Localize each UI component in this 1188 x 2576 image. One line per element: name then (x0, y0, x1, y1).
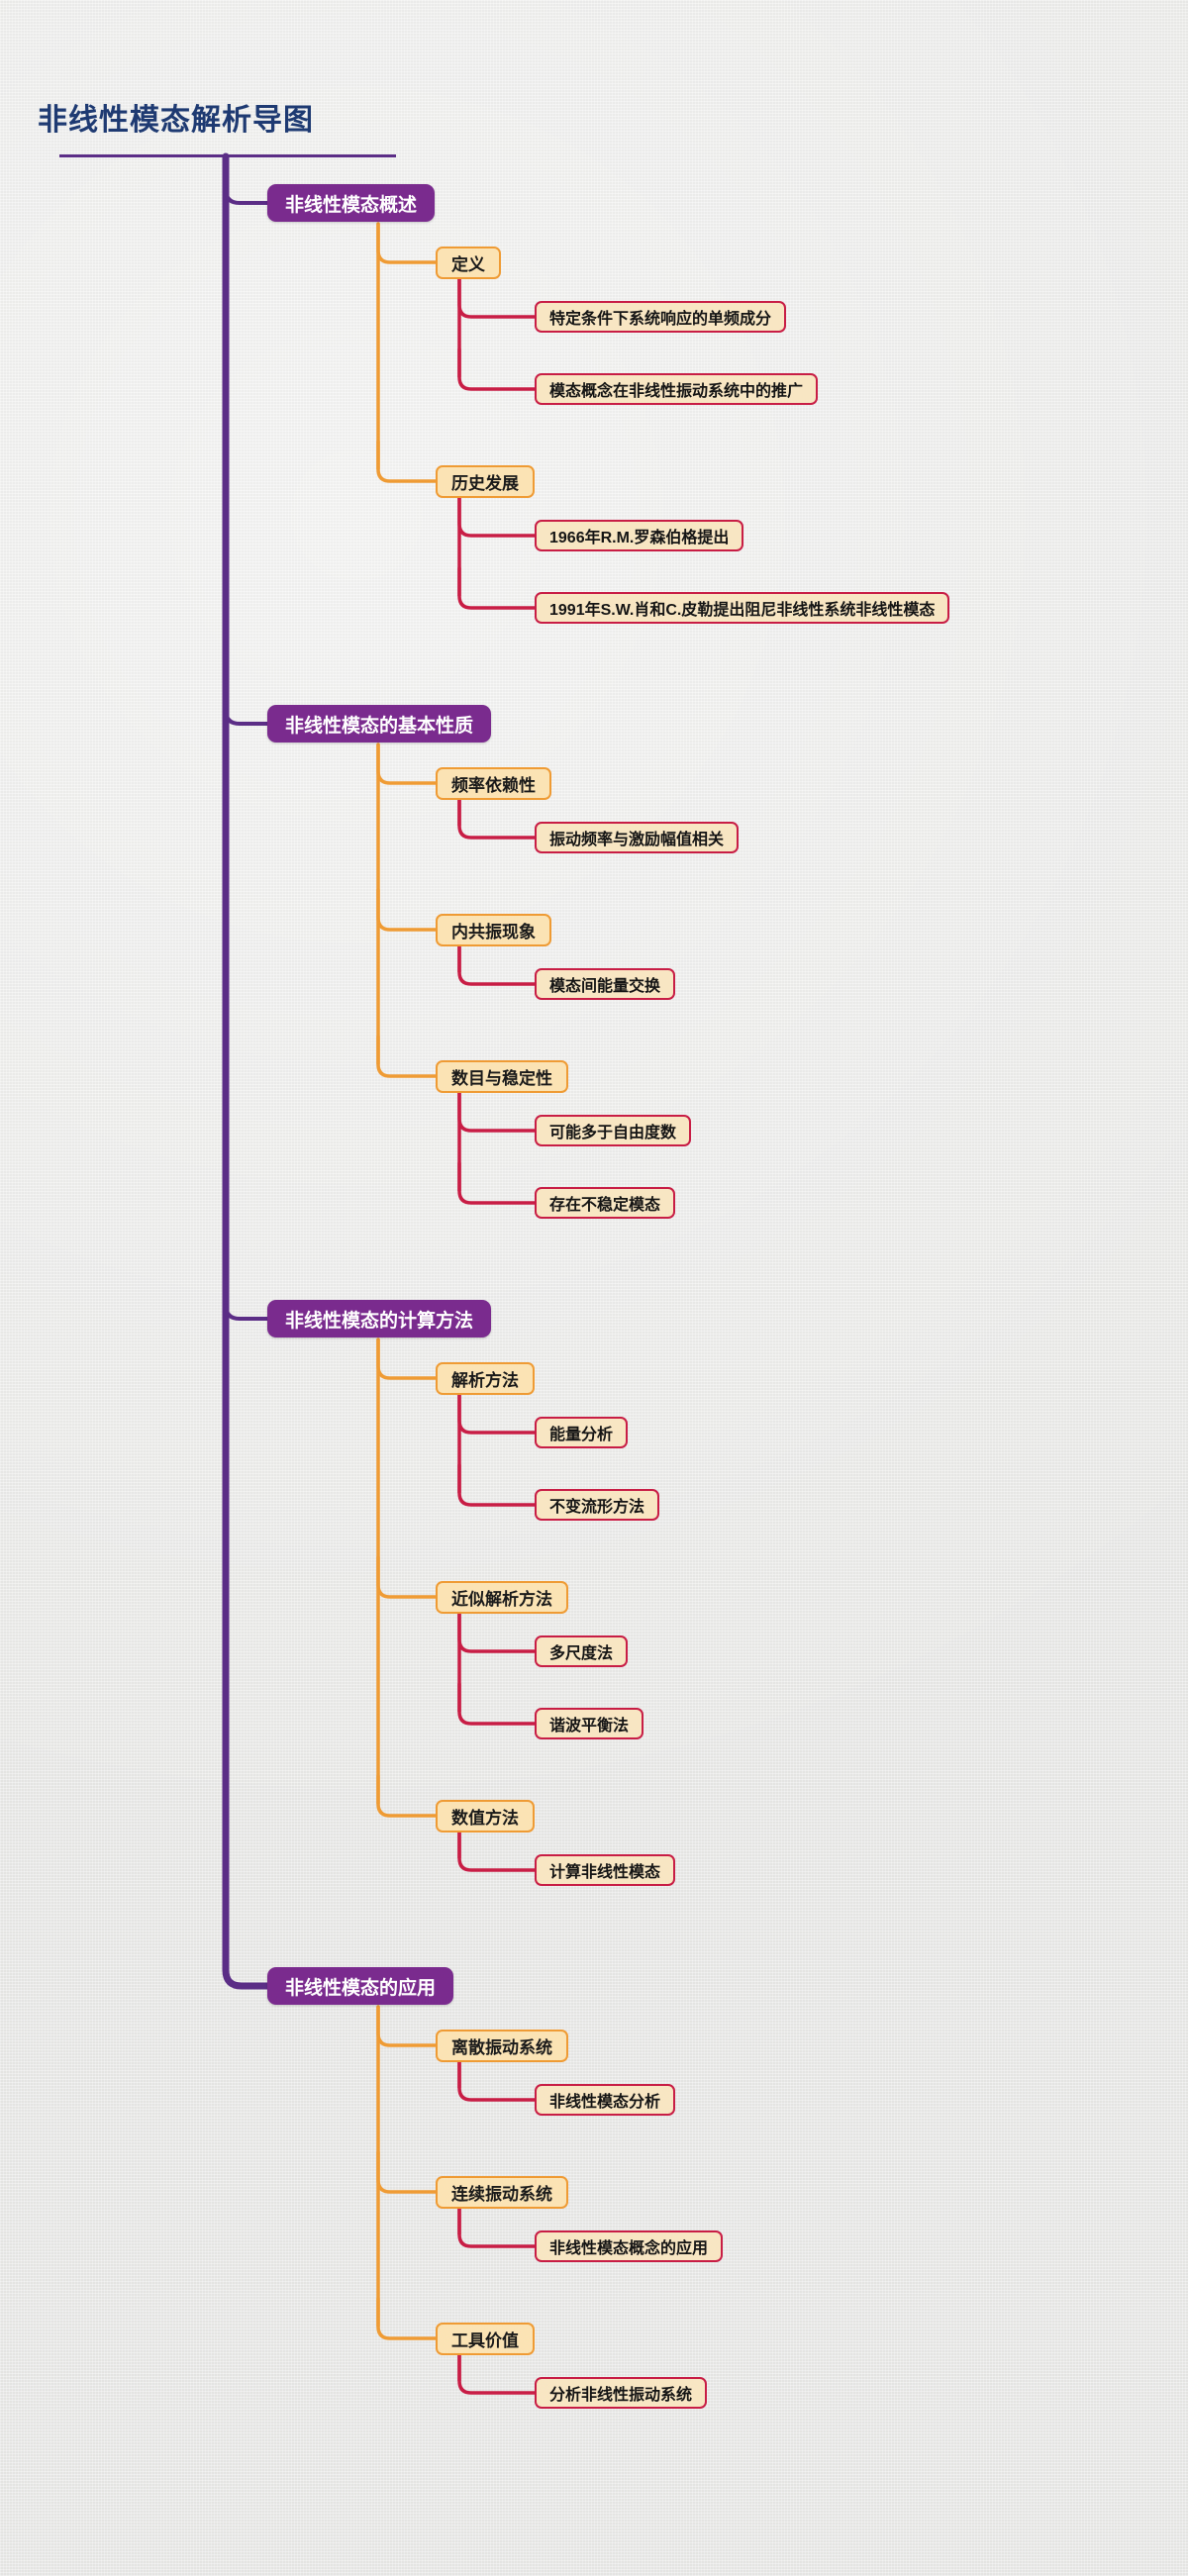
leaf-node-level3[interactable]: 模态概念在非线性振动系统中的推广 (535, 373, 819, 405)
connector-line (457, 1829, 537, 1872)
leaf-node-level3[interactable]: 不变流形方法 (535, 1489, 660, 1521)
leaf-node-level3[interactable]: 振动频率与激励幅值相关 (535, 822, 740, 853)
connector-line (457, 347, 537, 391)
connector-line (457, 1391, 537, 1435)
branch-node-level2[interactable]: 工具价值 (436, 2322, 535, 2355)
connector-line (457, 796, 537, 840)
trunk-line (222, 152, 271, 1990)
leaf-node-level3[interactable]: 非线性模态概念的应用 (535, 2230, 724, 2262)
branch-node-level2[interactable]: 离散振动系统 (436, 2029, 568, 2062)
leaf-node-level3[interactable]: 存在不稳定模态 (535, 1187, 676, 1219)
connector-line (376, 440, 438, 483)
connector-line (457, 1610, 537, 1653)
branch-node-level1[interactable]: 非线性模态概述 (267, 184, 436, 222)
leaf-node-level3[interactable]: 能量分析 (535, 1417, 629, 1448)
connector-line (376, 2150, 438, 2194)
connector-line (376, 1338, 438, 1380)
leaf-node-level3[interactable]: 多尺度法 (535, 1635, 629, 1667)
branch-node-level2[interactable]: 频率依赖性 (436, 766, 551, 800)
branch-node-level2[interactable]: 历史发展 (436, 464, 535, 498)
leaf-node-level3[interactable]: 计算非线性模态 (535, 1854, 676, 1886)
leaf-node-level3[interactable]: 1991年S.W.肖和C.皮勒提出阻尼非线性系统非线性模态 (535, 592, 950, 624)
connector-line (376, 2005, 438, 2047)
connector-line (457, 2058, 537, 2102)
title-underline (59, 154, 396, 157)
branch-node-level2[interactable]: 内共振现象 (436, 913, 551, 946)
leaf-node-level3[interactable]: 1966年R.M.罗森伯格提出 (535, 520, 744, 551)
connector-line (457, 494, 537, 538)
branch-node-level2[interactable]: 数值方法 (436, 1799, 535, 1833)
page-title: 非线性模态解析导图 (38, 104, 314, 137)
leaf-node-level3[interactable]: 非线性模态分析 (535, 2084, 676, 2116)
leaf-node-level3[interactable]: 分析非线性振动系统 (535, 2377, 708, 2409)
connector-line (457, 1161, 537, 1205)
connector-line (376, 2297, 438, 2340)
connector-line (457, 566, 537, 610)
branch-node-level2[interactable]: 连续振动系统 (436, 2175, 568, 2209)
connector-line (376, 1555, 438, 1599)
connector-line (376, 222, 438, 264)
branch-node-level2[interactable]: 近似解析方法 (436, 1580, 568, 1614)
branch-node-level2[interactable]: 数目与稳定性 (436, 1059, 568, 1093)
connector-trunk-branch (224, 1303, 269, 1321)
branch-node-level2[interactable]: 解析方法 (436, 1361, 535, 1395)
connector-line (457, 942, 537, 986)
connector-line (457, 1682, 537, 1726)
leaf-node-level3[interactable]: 谐波平衡法 (535, 1708, 644, 1739)
branch-node-level1[interactable]: 非线性模态的应用 (267, 1967, 454, 2005)
connector-line (376, 743, 438, 785)
connector-line (457, 275, 537, 319)
leaf-node-level3[interactable]: 模态间能量交换 (535, 968, 676, 1000)
connector-line (457, 1463, 537, 1507)
connector-line (457, 1089, 537, 1133)
branch-node-level1[interactable]: 非线性模态的基本性质 (267, 705, 492, 743)
connector-line (376, 888, 438, 932)
branch-node-level2[interactable]: 定义 (436, 246, 501, 279)
connector-line (457, 2351, 537, 2395)
connector-line (457, 2205, 537, 2248)
connector-line (376, 1774, 438, 1818)
leaf-node-level3[interactable]: 特定条件下系统响应的单频成分 (535, 301, 787, 333)
leaf-node-level3[interactable]: 可能多于自由度数 (535, 1115, 692, 1146)
connector-line (376, 1035, 438, 1078)
connector-trunk-branch (224, 187, 269, 205)
connector-trunk-branch (224, 708, 269, 726)
branch-node-level1[interactable]: 非线性模态的计算方法 (267, 1300, 492, 1338)
